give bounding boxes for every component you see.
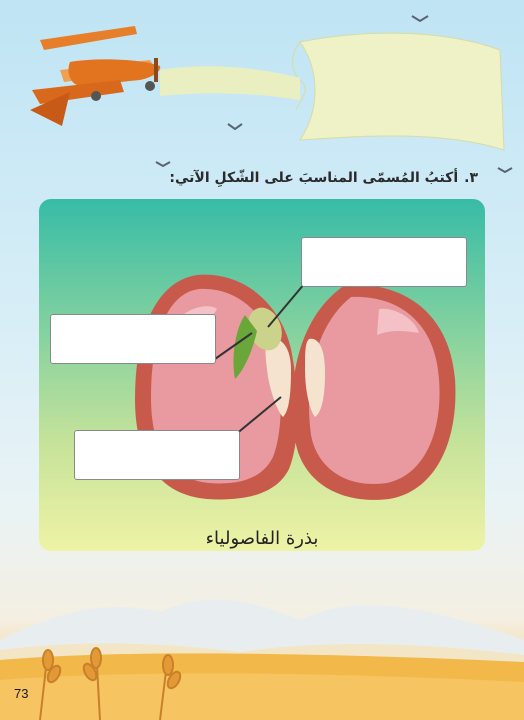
right-seed-half	[292, 284, 456, 500]
question-text: ٣. أكتبُ المُسمّى المناسبَ على الشّكلِ ال…	[169, 170, 478, 186]
label-box-cotyledon[interactable]	[74, 430, 240, 480]
label-box-radicle[interactable]	[50, 314, 216, 364]
embryo	[233, 307, 325, 417]
diagram-panel	[39, 199, 485, 551]
bird-icon	[155, 15, 513, 174]
question-number: ٣.	[464, 170, 478, 186]
diagram-caption: بذرة الفاصولياء	[205, 528, 319, 549]
pointer-lines	[214, 282, 306, 436]
question-prompt: أكتبُ المُسمّى المناسبَ على الشّكلِ الآت…	[169, 170, 459, 186]
biplane-icon	[30, 26, 161, 126]
label-box-plumule[interactable]	[301, 237, 467, 287]
banner-icon	[160, 32, 505, 151]
page-number: 73	[14, 686, 29, 701]
wheat-icon	[39, 647, 182, 720]
